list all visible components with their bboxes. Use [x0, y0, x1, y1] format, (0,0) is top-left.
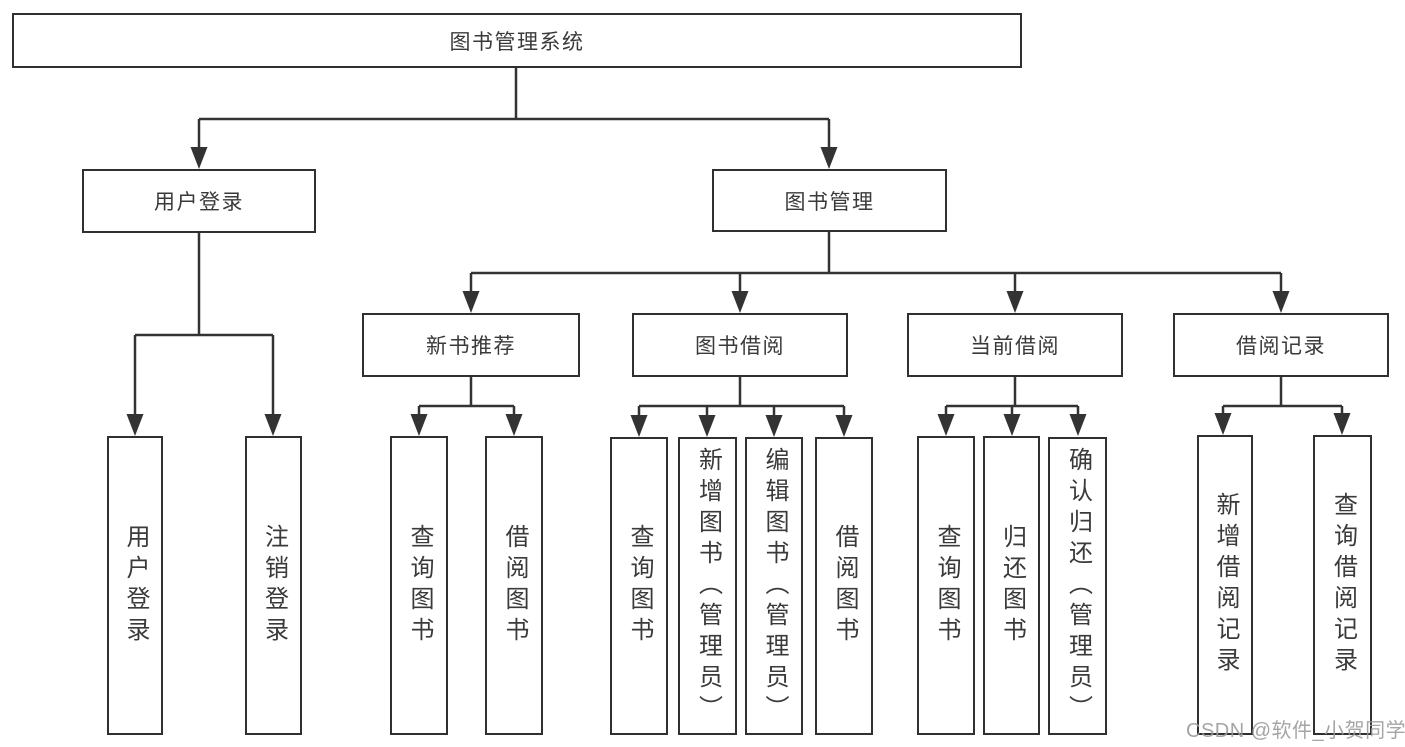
node-label: 注销登录 — [260, 523, 288, 648]
node-borrow-books-1: 借阅图书 — [485, 436, 543, 735]
node-new-book-recommend: 新书推荐 — [362, 313, 580, 377]
node-label: 用户登录 — [154, 191, 244, 214]
edge-borrow-records-to-children — [1214, 377, 1351, 435]
edge-root-to-level2 — [190, 66, 838, 169]
node-user-login: 用户登录 — [82, 169, 316, 233]
node-query-books-2: 查询图书 — [610, 437, 668, 735]
node-label: 当前借阅 — [970, 335, 1060, 358]
node-label: 借阅图书 — [831, 524, 858, 648]
node-confirm-return-admin: 确认归还（管理员） — [1048, 437, 1107, 735]
edge-user-login-to-children — [126, 233, 282, 436]
node-book-management: 图书管理 — [712, 169, 947, 232]
edge-new-book-rec-to-children — [410, 377, 523, 436]
node-label: 图书管理系统 — [449, 30, 585, 54]
node-add-borrow-record: 新增借阅记录 — [1197, 435, 1253, 735]
node-label: 查询图书 — [626, 524, 653, 648]
node-label: 用户登录 — [122, 523, 149, 648]
node-label: 归还图书 — [998, 523, 1026, 648]
node-label: 新增借阅记录 — [1212, 492, 1239, 678]
node-query-books-1: 查询图书 — [390, 436, 448, 735]
node-label: 借阅图书 — [501, 523, 528, 648]
csdn-watermark: CSDN @软件_小贺同学 — [1186, 720, 1405, 742]
node-label: 查询图书 — [406, 523, 433, 648]
node-book-borrowing: 图书借阅 — [632, 313, 848, 377]
edge-book-mgmt-to-children — [462, 232, 1290, 313]
node-logout-action: 注销登录 — [245, 436, 302, 735]
node-label: 查询图书 — [933, 523, 960, 648]
node-label: 编辑图书（管理员） — [761, 446, 788, 726]
edge-book-borrow-to-children — [630, 377, 853, 437]
node-borrowing-records: 借阅记录 — [1173, 313, 1389, 377]
node-label: 确认归还（管理员） — [1064, 446, 1092, 726]
node-label: 借阅记录 — [1236, 335, 1326, 358]
node-library-system: 图书管理系统 — [12, 13, 1022, 68]
edge-current-borrow-to-children — [937, 377, 1087, 436]
node-query-borrow-record: 查询借阅记录 — [1313, 435, 1372, 735]
node-edit-books-admin: 编辑图书（管理员） — [745, 437, 803, 735]
node-label: 新书推荐 — [426, 335, 516, 358]
node-current-borrowing: 当前借阅 — [907, 313, 1123, 377]
node-return-books: 归还图书 — [983, 436, 1040, 735]
node-add-books-admin: 新增图书（管理员） — [678, 437, 737, 735]
node-user-login-action: 用户登录 — [107, 436, 163, 735]
node-borrow-books-2: 借阅图书 — [815, 437, 873, 735]
node-label: 图书管理 — [784, 190, 875, 214]
node-label: 查询借阅记录 — [1329, 492, 1357, 678]
node-query-books-3: 查询图书 — [917, 436, 975, 735]
node-label: 新增图书（管理员） — [694, 446, 722, 726]
node-label: 图书借阅 — [695, 335, 785, 358]
